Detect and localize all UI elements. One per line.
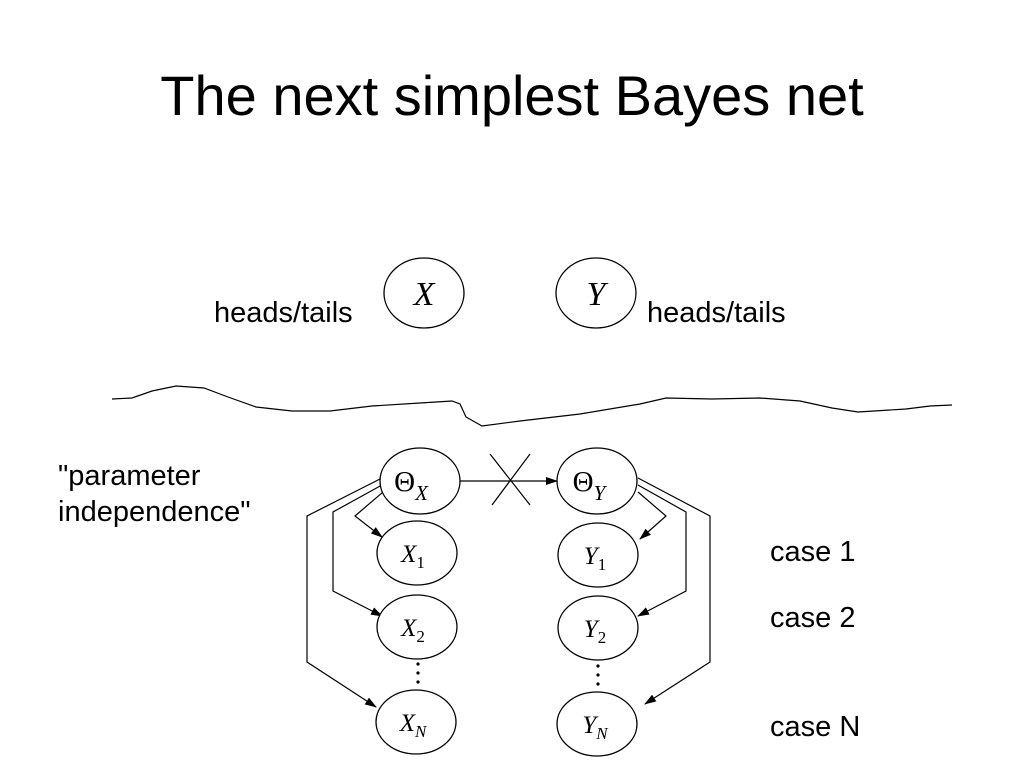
- case-label-2: case 2: [770, 602, 856, 634]
- slide-title: The next simplest Bayes net: [160, 64, 864, 127]
- cross-stroke-2: [491, 453, 531, 506]
- node-x2-label: X2: [400, 615, 425, 646]
- node-theta-x: ΘX: [379, 447, 461, 515]
- node-y: Y: [555, 257, 637, 329]
- annotation-line-2: independence": [58, 496, 251, 528]
- edge-thetax-x2: [332, 484, 383, 617]
- parameter-independence-annotation: "parameter independence": [58, 458, 251, 530]
- cross-stroke-1: [489, 453, 531, 506]
- torn-paper-divider: [111, 385, 953, 427]
- case-label-n: case N: [770, 711, 861, 743]
- node-x-label: X: [412, 276, 436, 313]
- theta-y-edges: [637, 477, 711, 705]
- node-y1-label: Y1: [584, 543, 606, 574]
- x-outcome-label: heads/tails: [214, 297, 353, 329]
- y-outcome-label: heads/tails: [647, 297, 786, 329]
- node-theta-x-label: ΘX: [394, 466, 429, 505]
- crossed-out-dependency: [458, 453, 558, 506]
- node-xn: XN: [375, 689, 457, 755]
- node-y2: Y2: [557, 595, 639, 661]
- edge-thetay-y2: [637, 484, 687, 617]
- node-x1: X1: [376, 520, 458, 586]
- node-theta-y: ΘY: [556, 447, 638, 515]
- node-theta-y-label: ΘY: [573, 466, 608, 505]
- case-label-1: case 1: [770, 536, 856, 568]
- node-y1: Y1: [557, 522, 639, 588]
- node-yn-label: YN: [582, 712, 609, 743]
- node-y2-label: Y2: [584, 616, 606, 647]
- edge-thetax-x1: [354, 491, 384, 538]
- edge-thetax-xn: [306, 477, 383, 708]
- node-xn-label: XN: [399, 710, 428, 741]
- node-x2: X2: [376, 594, 458, 660]
- edge-thetay-yn: [637, 477, 711, 705]
- node-yn: YN: [556, 691, 638, 757]
- annotation-line-1: "parameter: [58, 460, 201, 492]
- x-ellipsis-dots: [416, 662, 420, 684]
- node-x: X: [383, 257, 465, 329]
- node-x1-label: X1: [400, 541, 425, 572]
- y-ellipsis-dots: [596, 664, 600, 686]
- node-y-label: Y: [587, 276, 609, 313]
- theta-x-edges: [306, 477, 384, 708]
- edge-thetay-y1: [637, 491, 667, 540]
